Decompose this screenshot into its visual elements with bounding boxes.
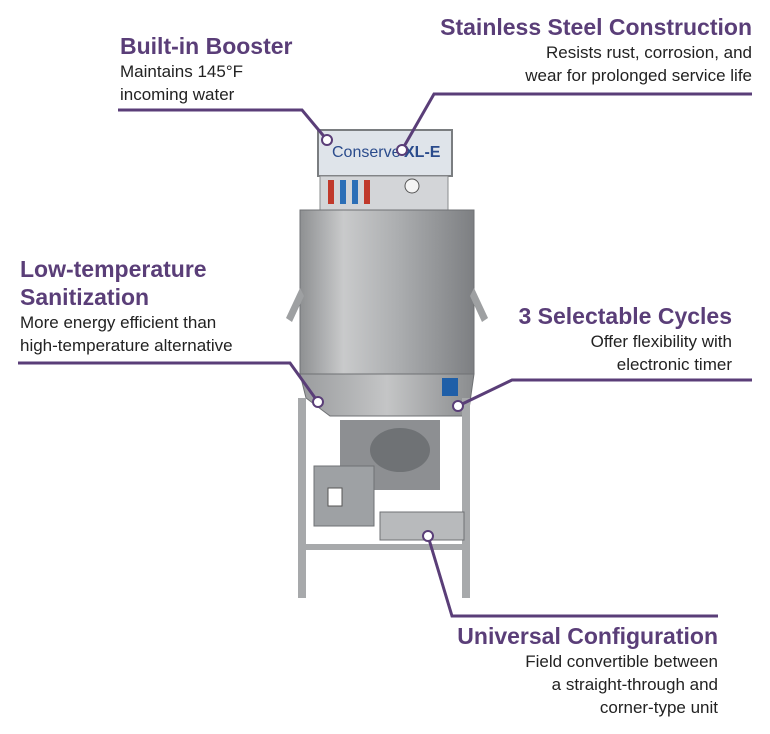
- hood: [286, 209, 488, 375]
- sanitization-callout: Low-temperature Sanitization More energy…: [20, 255, 233, 357]
- machine-brand: Conserve: [332, 144, 401, 161]
- steel-desc-line2: wear for prolonged service life: [525, 66, 752, 85]
- sanitization-desc-line2: high-temperature alternative: [20, 336, 233, 355]
- steel-title: Stainless Steel Construction: [440, 14, 752, 40]
- configuration-desc-line2: a straight-through and: [551, 675, 718, 694]
- configuration-callout: Universal Configuration Field convertibl…: [440, 622, 718, 719]
- sanitization-title-line2: Sanitization: [20, 284, 150, 310]
- steel-callout: Stainless Steel Construction Resists rus…: [420, 13, 752, 87]
- configuration-desc-line3: corner-type unit: [599, 698, 718, 717]
- frame: [298, 398, 470, 598]
- base-tub: [299, 373, 475, 417]
- configuration-title: Universal Configuration: [457, 623, 718, 649]
- machine-model: XL-E: [404, 144, 441, 161]
- steel-desc-line1: Resists rust, corrosion, and: [546, 43, 752, 62]
- cycles-desc-line2: electronic timer: [616, 355, 732, 374]
- sanitization-desc-line1: More energy efficient than: [20, 313, 217, 332]
- booster-title: Built-in Booster: [120, 33, 293, 59]
- cycles-callout: 3 Selectable Cycles Offer flexibility wi…: [500, 302, 732, 376]
- booster-callout: Built-in Booster Maintains 145°F incomin…: [120, 32, 293, 106]
- cycles-desc-line1: Offer flexibility with: [590, 332, 732, 351]
- booster-desc-line2: incoming water: [120, 85, 235, 104]
- cycles-title: 3 Selectable Cycles: [518, 303, 732, 329]
- leader-dots: [312, 134, 464, 542]
- booster-desc-line1: Maintains 145°F: [120, 62, 244, 81]
- leader-lines: [18, 92, 752, 618]
- booster-unit: Conserve XL-E: [317, 129, 453, 211]
- configuration-desc-line1: Field convertible between: [525, 652, 718, 671]
- sanitization-title-line1: Low-temperature: [20, 256, 207, 282]
